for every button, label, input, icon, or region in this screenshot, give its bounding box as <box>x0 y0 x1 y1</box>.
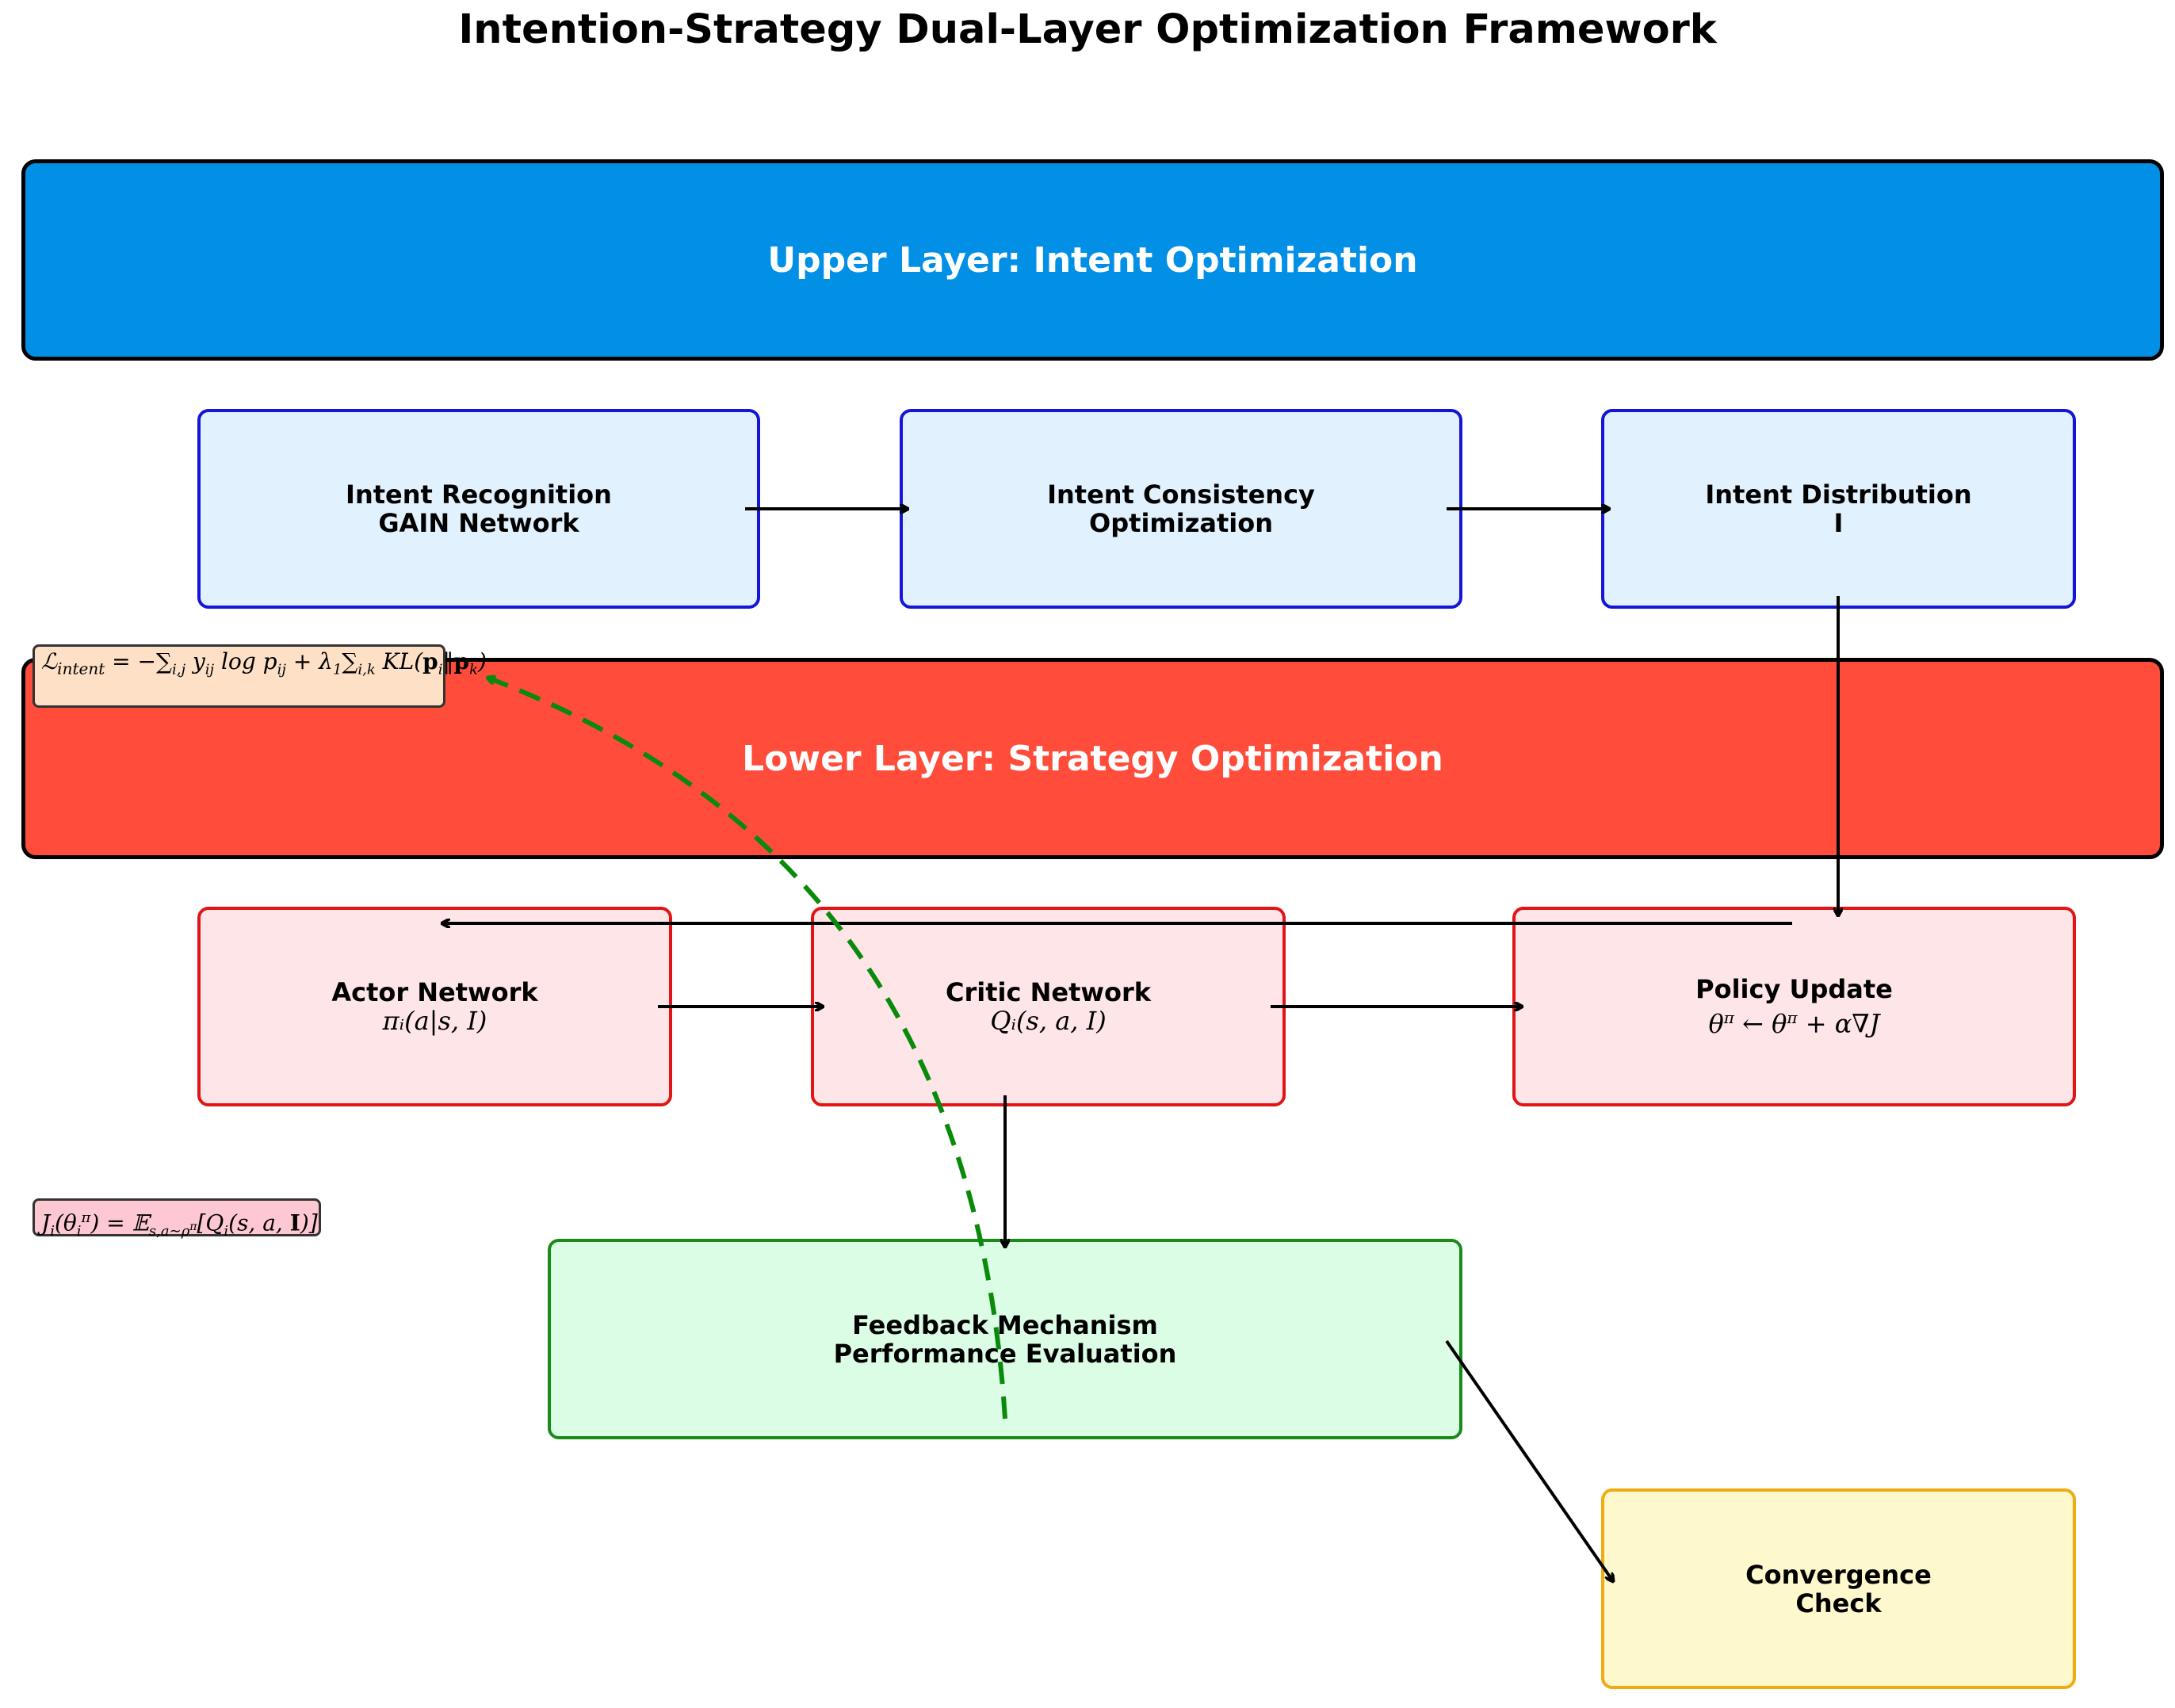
policy-update-rule: θπ ← θπ + α∇J <box>1708 1008 1880 1039</box>
feedback-mechanism-title: Feedback Mechanism <box>852 1309 1158 1340</box>
intent-consistency-subtitle: Optimization <box>1089 508 1273 538</box>
actor-network-node: Actor Network πᵢ(a|s, I) <box>197 907 672 1106</box>
actor-network-policy: πᵢ(a|s, I) <box>382 1006 487 1036</box>
policy-update-node: Policy Update θπ ← θπ + α∇J <box>1512 907 2076 1106</box>
feedback-mechanism-subtitle: Performance Evaluation <box>833 1338 1177 1369</box>
critic-network-title: Critic Network <box>946 977 1151 1007</box>
convergence-check-node: Convergence Check <box>1601 1488 2076 1689</box>
upper-layer-banner: Upper Layer: Intent Optimization <box>21 159 2164 361</box>
objective-formula: Ji(θiπ) = 𝔼s,a∼ρπ[Qi(s, a, I)] <box>32 1198 321 1240</box>
policy-update-title: Policy Update <box>1695 974 1893 1005</box>
feedback-loop-arrow <box>487 678 1007 1420</box>
intent-loss-formula: ℒintent = −∑i,j yij log pij + λ1∑i,k KL(… <box>32 644 487 708</box>
intent-consistency-node: Intent Consistency Optimization <box>900 409 1462 609</box>
arrow-feedback-to-convergence <box>1445 1339 1613 1581</box>
intent-distribution-title: Intent Distribution <box>1705 480 1972 510</box>
intent-recognition-title: Intent Recognition <box>346 480 612 510</box>
intent-distribution-symbol: I <box>1833 508 1844 538</box>
convergence-check-title: Convergence <box>1745 1559 1932 1590</box>
intent-consistency-title: Intent Consistency <box>1047 480 1315 510</box>
intent-distribution-node: Intent Distribution I <box>1601 409 2076 609</box>
intent-recognition-subtitle: GAIN Network <box>378 508 579 538</box>
lower-layer-banner: Lower Layer: Strategy Optimization <box>21 658 2164 859</box>
lower-layer-label: Lower Layer: Strategy Optimization <box>742 738 1443 779</box>
intent-recognition-node: Intent Recognition GAIN Network <box>197 409 760 609</box>
diagram-title: Intention-Strategy Dual-Layer Optimizati… <box>458 6 1717 53</box>
critic-network-q-function: Qᵢ(s, a, I) <box>990 1006 1107 1036</box>
upper-layer-label: Upper Layer: Intent Optimization <box>767 239 1418 281</box>
convergence-check-subtitle: Check <box>1795 1588 1882 1618</box>
actor-network-title: Actor Network <box>331 977 538 1007</box>
